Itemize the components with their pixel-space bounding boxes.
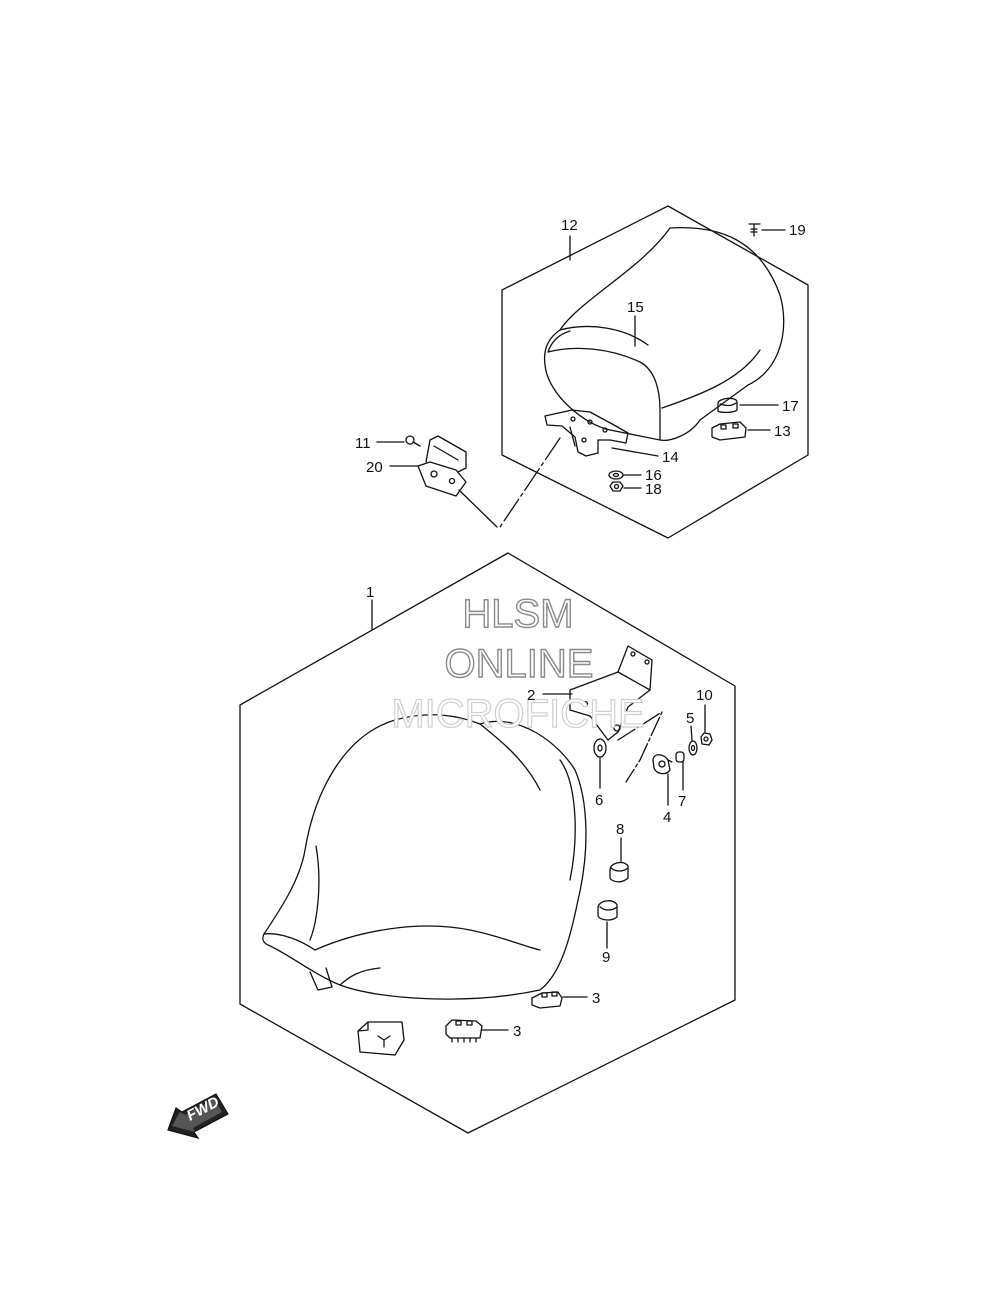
bolt-11 xyxy=(405,435,421,447)
rear-seat-group-outline xyxy=(501,205,809,539)
seat-lock xyxy=(652,754,673,775)
callout-2: 2 xyxy=(527,687,535,704)
callout-12: 12 xyxy=(561,217,578,234)
screw-19 xyxy=(748,223,761,237)
front-seat-bracket xyxy=(569,645,653,741)
callout-7: 7 xyxy=(678,793,686,810)
callout-19: 19 xyxy=(789,222,806,239)
rear-seat-bracket xyxy=(544,409,629,457)
callout-13: 13 xyxy=(774,423,791,440)
leader-14 xyxy=(611,447,659,457)
caution-label xyxy=(357,1021,405,1056)
washer-5 xyxy=(688,740,698,756)
washer-6 xyxy=(593,738,607,758)
damper-cushion xyxy=(717,397,738,414)
leader-hook-link xyxy=(458,489,498,528)
front-seat-group-outline xyxy=(239,552,736,1134)
damper-cushion-9 xyxy=(597,900,618,921)
callout-10: 10 xyxy=(696,687,713,704)
watermark-line1: HLSM xyxy=(462,592,573,636)
rear-seat-cushion xyxy=(543,226,785,441)
watermark-line3: MICROFICHE xyxy=(391,692,644,736)
callout-11: 11 xyxy=(355,435,371,452)
callout-18: 18 xyxy=(645,481,662,498)
callout-1: 1 xyxy=(366,584,374,601)
callout-3a: 3 xyxy=(592,990,600,1007)
callout-8: 8 xyxy=(616,821,624,838)
seat-rubber-a xyxy=(531,991,563,1009)
front-seat-cushion xyxy=(262,714,587,1000)
callout-6: 6 xyxy=(595,792,603,809)
callout-14: 14 xyxy=(662,449,679,466)
washer-16 xyxy=(608,470,624,480)
damper-cushion-8 xyxy=(609,861,629,883)
callout-15: 15 xyxy=(627,299,644,316)
callout-9: 9 xyxy=(602,949,610,966)
callout-5: 5 xyxy=(686,710,694,727)
spacer-7 xyxy=(675,751,685,763)
helmet-hook xyxy=(417,435,467,497)
callout-16: 16 xyxy=(645,467,662,484)
seat-rubber-rear xyxy=(711,421,747,441)
watermark-line2: ONLINE xyxy=(445,642,594,686)
leader-5 xyxy=(690,725,693,741)
callout-17: 17 xyxy=(782,398,799,415)
seat-rubber-b xyxy=(445,1019,483,1043)
callout-4: 4 xyxy=(663,809,671,826)
nut-18 xyxy=(609,481,624,492)
nut-10 xyxy=(700,732,713,746)
forward-direction-arrow: FWD xyxy=(167,1093,229,1139)
callout-20: 20 xyxy=(366,459,383,476)
leader-bracket-link xyxy=(499,437,561,528)
leader-2-link xyxy=(617,711,663,783)
callout-3b: 3 xyxy=(513,1023,521,1040)
